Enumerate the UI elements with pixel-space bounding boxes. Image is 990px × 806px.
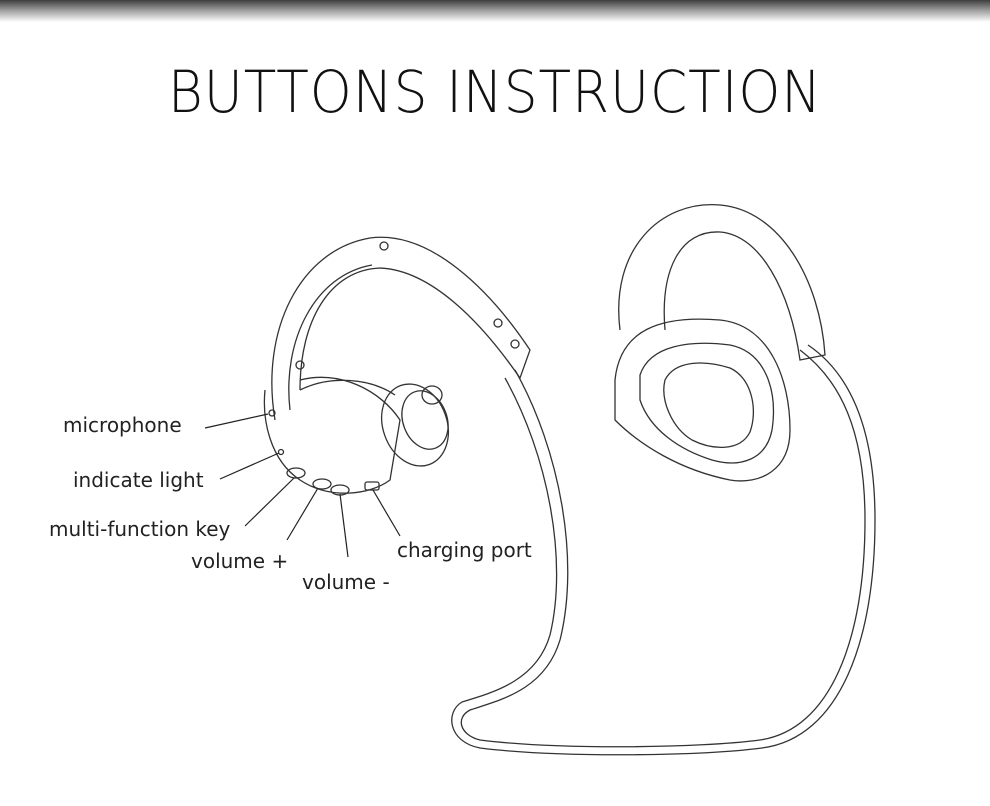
label-multi-function-key: multi-function key <box>49 517 231 541</box>
label-volume-up: volume + <box>191 549 289 573</box>
right-earpiece <box>614 204 826 482</box>
leader-lines <box>204 413 401 558</box>
neckband <box>460 349 866 748</box>
label-microphone: microphone <box>63 413 182 437</box>
top-shadow-bar <box>0 0 990 22</box>
page-title: BUTTONS INSTRUCTION <box>167 58 823 126</box>
label-volume-down: volume - <box>302 570 390 594</box>
label-indicate-light: indicate light <box>73 468 204 492</box>
left-earpiece <box>263 236 531 496</box>
label-charging-port: charging port <box>397 538 532 562</box>
